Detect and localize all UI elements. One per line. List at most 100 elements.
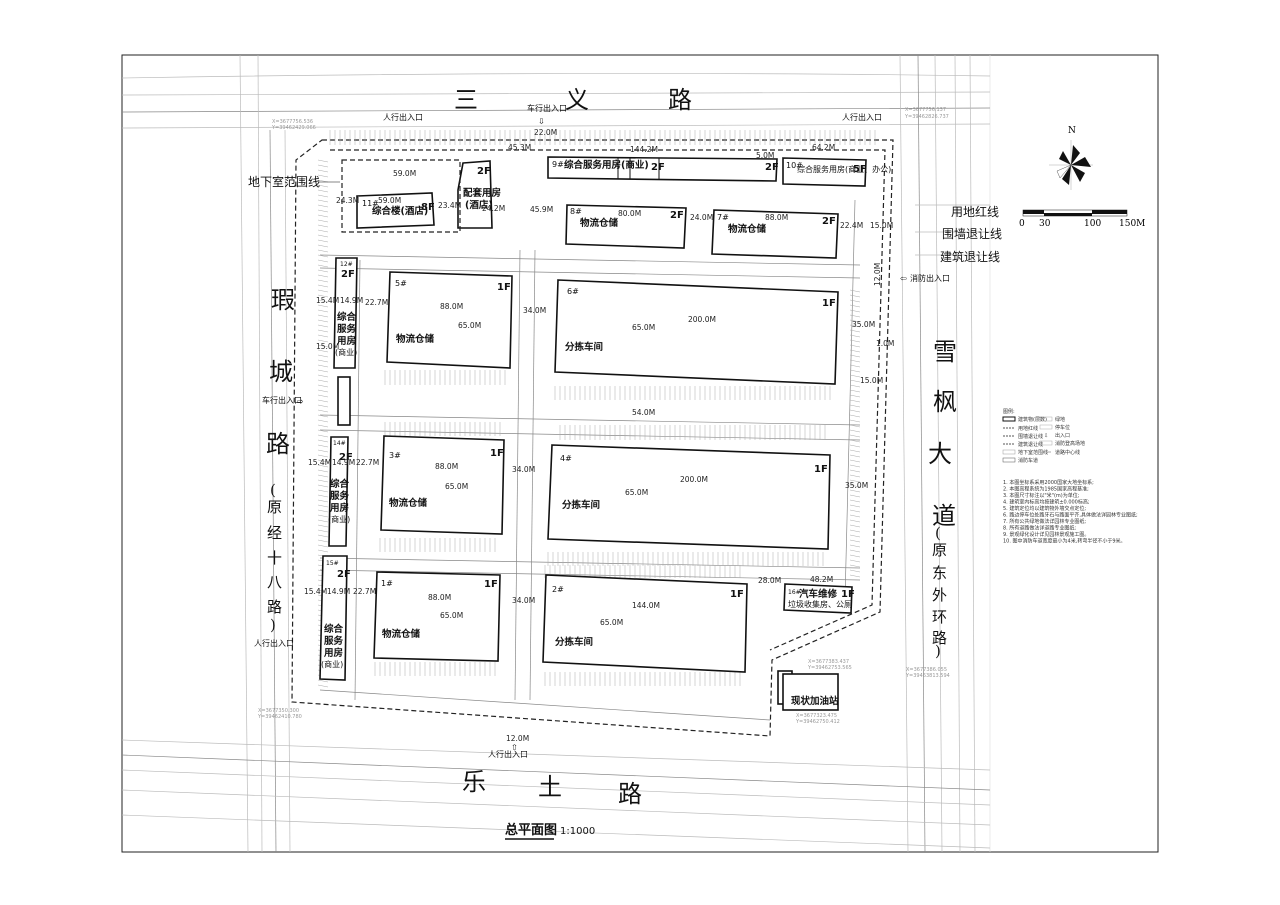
- dimension: 15.0M: [860, 376, 883, 385]
- vehicle-entrance-label: 车行出入口: [262, 395, 302, 405]
- parking-stall-line: [849, 549, 861, 553]
- basement-range-label: 地下室范围线: [248, 174, 320, 189]
- parking-stall-line: [317, 274, 329, 278]
- floor-count: 1F: [814, 464, 828, 475]
- parking-stall-line: [317, 494, 329, 498]
- building-name: 物流仓储: [580, 217, 619, 229]
- parking-stall-line: [849, 464, 861, 468]
- parking-stall-line: [317, 474, 329, 478]
- parking-stall-line: [317, 314, 329, 318]
- scale-tick: 30: [1039, 219, 1051, 229]
- dimension: 1.0M: [876, 339, 894, 348]
- building-number: 6#: [567, 287, 579, 296]
- parking-stall-line: [317, 414, 329, 418]
- building-number: 3#: [389, 451, 401, 460]
- floor-count: 2F: [339, 452, 353, 463]
- dimension: 200.0M: [688, 315, 716, 324]
- dimension: 15.0M: [870, 221, 893, 230]
- dimension: 88.0M: [765, 213, 788, 222]
- coordinate: X=3677383.437: [808, 659, 849, 665]
- building-number: 2#: [552, 585, 564, 594]
- building-14: 14# 2F 综合 服务 用房 (商业): [328, 436, 353, 547]
- building-2: 2# 分拣车间 1F 144.0M 65.0M: [542, 574, 748, 673]
- note-line: 6. 路边停车位处路牙石与路面平齐,具体做法详园林专业图纸;: [1003, 512, 1138, 519]
- parking-stall-line: [849, 319, 861, 323]
- building-7: 7# 物流仓储 2F 88.0M: [711, 209, 839, 259]
- parking-stall-line: [317, 319, 329, 323]
- legend-item: 出入口: [1055, 432, 1070, 439]
- parking-stall-line: [317, 269, 329, 273]
- parking-stall-line: [317, 519, 329, 523]
- building-number: 7#: [717, 213, 729, 222]
- parking-stall-line: [849, 424, 861, 428]
- building-name: 物流仓储: [728, 223, 767, 235]
- parking-stall-line: [849, 489, 861, 493]
- road-char: 路: [266, 430, 290, 458]
- parking-stall-line: [849, 304, 861, 308]
- dimension: 35.0M: [852, 320, 875, 329]
- building-name: 综合: [330, 478, 350, 490]
- building-name: 服务: [337, 323, 357, 335]
- building-name: 分拣车间: [565, 341, 603, 353]
- parking-stall-line: [849, 374, 861, 378]
- building-3: 3# 物流仓储 1F 88.0M 65.0M: [380, 435, 505, 535]
- building-name: 用房: [329, 502, 349, 514]
- dimension: 34.0M: [512, 465, 535, 474]
- parking-stall-line: [317, 199, 329, 203]
- coordinate: Y=39462753.565: [807, 665, 852, 671]
- building-name: 现状加油站: [791, 695, 839, 707]
- parking-stall-line: [849, 379, 861, 383]
- building-name: (商业): [335, 347, 357, 357]
- parking-stall-line: [317, 679, 329, 683]
- pedestrian-entrance-label: 人行出入口: [842, 112, 882, 122]
- parking-stall-line: [317, 159, 329, 163]
- parking-stall-line: [317, 224, 329, 228]
- coordinate-labels: X=3677756.137 Y=39462826.737 X=3677383.4…: [257, 107, 950, 725]
- note-line: 9. 景观绿化设计详见园林景观施工图。: [1003, 531, 1089, 538]
- parking-stall-line: [849, 539, 861, 543]
- dimension: 12.0M: [506, 734, 529, 743]
- parking-stall-line: [317, 409, 329, 413]
- parking-stall-line: [849, 359, 861, 363]
- note-line: 4. 建筑室内标高均按建筑±0.000标高;: [1003, 499, 1090, 506]
- note-line: 10. 图中消防车道宽度最小为4米,转弯半径不小于9米。: [1003, 538, 1126, 545]
- building-number: 10#: [786, 161, 803, 170]
- parking-stall-line: [317, 179, 329, 183]
- dimension: 34.0M: [523, 306, 546, 315]
- basement-outline: [341, 159, 461, 233]
- road-char: 路: [932, 629, 947, 647]
- parking-stall-line: [849, 554, 861, 558]
- entrances: 人行出入口 车行出入口 ⇩ 22.0M 人行出入口 车行出入口 ⇨ 人行出入口 …: [254, 103, 950, 759]
- building-number: 5#: [395, 279, 407, 288]
- legend-item: 用地红线: [1018, 425, 1038, 432]
- floor-count: 2F: [477, 166, 491, 177]
- parking-stall-line: [317, 489, 329, 493]
- building-1: 1# 物流仓储 1F 88.0M 65.0M: [373, 571, 501, 662]
- parking-stall-line: [849, 569, 861, 573]
- road-char: (: [935, 524, 941, 542]
- building-setback-label: 建筑退让线: [940, 249, 1000, 264]
- road-name-east: 雪 枫 大 道 ( 原 东 外 环 路 ): [928, 338, 957, 660]
- parking-stall-line: [317, 259, 329, 263]
- legend-item: 建筑退让线: [1018, 441, 1043, 448]
- parking-stall-line: [317, 464, 329, 468]
- parking-stall-line: [849, 294, 861, 298]
- dimension: 22.0M: [534, 128, 557, 137]
- floor-count: 1F: [497, 282, 511, 293]
- dimension: 54.0M: [632, 408, 655, 417]
- dimension: 14.9M: [332, 458, 355, 467]
- entrance-symbol-icon: ⇩: [1044, 433, 1048, 439]
- parking-stall-line: [849, 334, 861, 338]
- arrow-up-icon: ⇧: [511, 743, 518, 752]
- parking-stall-line: [849, 459, 861, 463]
- building-name: 汽车维修: [799, 588, 838, 600]
- parking-stall-line: [849, 499, 861, 503]
- parking-stall-line: [317, 304, 329, 308]
- floor-count: 1F: [484, 579, 498, 590]
- parking-stall-line: [317, 469, 329, 473]
- arrow-right-icon: ⇨: [297, 397, 304, 406]
- legend-item: 围墙退让线: [1018, 433, 1043, 440]
- parking-stall-line: [317, 229, 329, 233]
- road-char: 东: [932, 564, 947, 582]
- dimension: 14.9M: [340, 296, 363, 305]
